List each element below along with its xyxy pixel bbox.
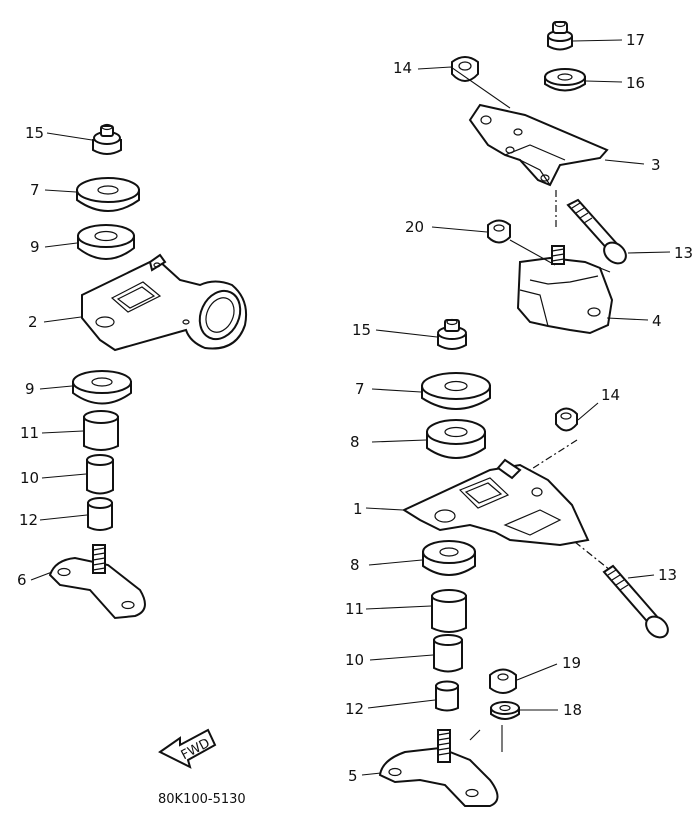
part-4-engine-mount — [516, 245, 614, 335]
label-12-right: 12 — [345, 700, 364, 718]
part-20-nut — [487, 219, 511, 244]
part-13-bolt-lower — [602, 564, 669, 639]
label-16: 16 — [626, 74, 645, 92]
label-14-lower: 14 — [601, 386, 620, 404]
part-17-nut — [547, 20, 573, 51]
part-9-grommet-lower — [72, 370, 132, 405]
label-12-left: 12 — [19, 511, 38, 529]
part-12-collar-left — [87, 497, 113, 531]
part-15-nut-left — [92, 123, 122, 155]
part-2-bracket — [81, 253, 248, 352]
label-5: 5 — [348, 767, 358, 785]
part-14-nut-upper — [451, 56, 479, 82]
part-10-collar-right — [433, 634, 463, 673]
label-1: 1 — [353, 500, 363, 518]
label-17: 17 — [626, 31, 645, 49]
label-15-right: 15 — [352, 321, 371, 339]
label-8-lower: 8 — [350, 556, 360, 574]
label-9-lower: 9 — [25, 380, 35, 398]
label-8-upper: 8 — [350, 433, 360, 451]
label-6: 6 — [17, 571, 27, 589]
part-10-collar-left — [86, 454, 114, 495]
label-3: 3 — [651, 156, 661, 174]
label-4: 4 — [652, 312, 662, 330]
part-8-grommet-upper — [426, 419, 486, 459]
part-16-washer — [544, 68, 586, 92]
part-14-nut-lower — [555, 407, 578, 432]
part-7-washer-left — [76, 177, 140, 212]
label-9-upper: 9 — [30, 238, 40, 256]
part-18-washer — [490, 701, 520, 720]
part-13-bolt-upper — [566, 198, 627, 265]
label-19: 19 — [562, 654, 581, 672]
label-13-upper: 13 — [674, 244, 693, 262]
label-14-upper: 14 — [393, 59, 412, 77]
part-7-washer-right — [421, 372, 491, 410]
label-7-right: 7 — [355, 380, 365, 398]
part-6-stud-plate — [48, 544, 146, 620]
part-11-collar-right — [431, 589, 467, 633]
part-9-grommet-upper — [77, 224, 135, 260]
part-1-bracket — [401, 458, 590, 547]
label-20: 20 — [405, 218, 424, 236]
part-12-collar-right — [435, 680, 459, 712]
label-10-right: 10 — [345, 651, 364, 669]
label-15-left: 15 — [25, 124, 44, 142]
part-3-bracket — [468, 103, 609, 187]
label-13-lower: 13 — [658, 566, 677, 584]
part-5-stud-plate — [378, 729, 499, 807]
label-2: 2 — [28, 313, 38, 331]
part-8-grommet-lower — [422, 540, 476, 576]
part-11-collar-left — [83, 410, 119, 451]
fwd-arrow-icon: FWD — [158, 728, 217, 769]
label-7-left: 7 — [30, 181, 40, 199]
label-11-right: 11 — [345, 600, 364, 618]
part-15-nut-right — [437, 318, 467, 350]
figure-code: 80K100-5130 — [158, 792, 246, 807]
part-19-nut — [489, 668, 517, 694]
label-11-left: 11 — [20, 424, 39, 442]
label-18: 18 — [563, 701, 582, 719]
label-10-left: 10 — [20, 469, 39, 487]
